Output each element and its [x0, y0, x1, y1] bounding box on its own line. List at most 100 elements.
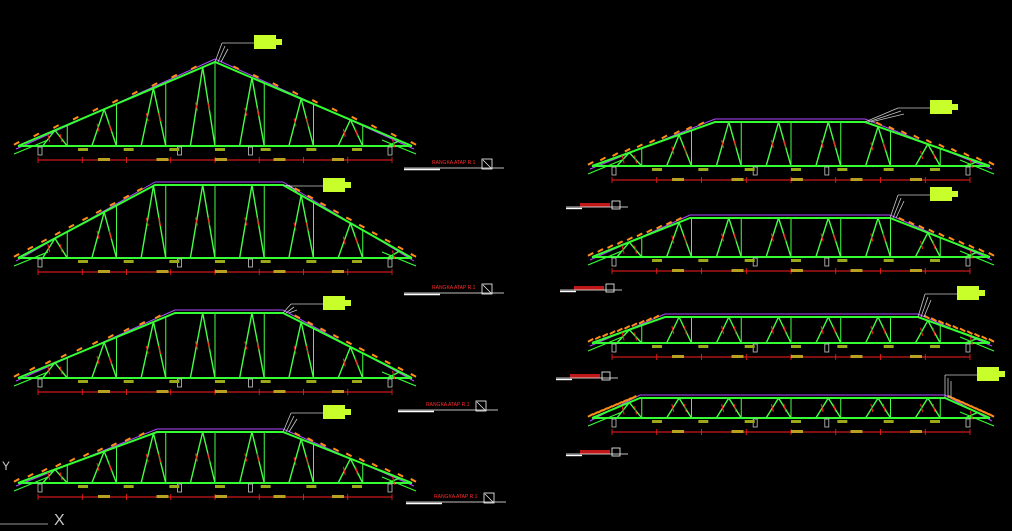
- splice-plate: [260, 485, 271, 488]
- purlin-right: [397, 245, 404, 251]
- purlin-right: [384, 238, 391, 244]
- web-detail: [305, 456, 309, 466]
- dimension-mark: [98, 158, 110, 161]
- web-detail: [969, 250, 973, 259]
- purlin-left: [136, 187, 144, 192]
- dimension-mark: [850, 355, 863, 358]
- truss-title-redacted: [580, 203, 610, 207]
- truss-B: RANGKA ATAP R.1: [13, 178, 504, 296]
- dimension-mark: [156, 270, 169, 273]
- web-detail: [882, 142, 886, 151]
- splice-plate: [837, 420, 848, 423]
- web-detail: [932, 150, 936, 160]
- dimension-mark: [731, 355, 744, 358]
- purlin-left: [630, 395, 637, 400]
- web-detail: [108, 230, 112, 240]
- web-detail: [733, 325, 737, 335]
- web-detail: [733, 139, 737, 149]
- web-detail: [932, 327, 936, 336]
- purlin-right: [390, 132, 397, 138]
- section-marker: [605, 283, 615, 293]
- splice-plate: [78, 380, 88, 383]
- web-detail: [671, 146, 675, 155]
- web-detail: [770, 139, 774, 149]
- member-tag: [323, 296, 345, 310]
- purlin-right: [950, 147, 958, 153]
- splice-plate: [352, 485, 362, 488]
- dimension-mark: [791, 430, 803, 433]
- support-column: [248, 483, 253, 493]
- purlin-right: [319, 327, 327, 333]
- purlin-left: [636, 232, 643, 238]
- splice-plate: [883, 168, 894, 171]
- purlin-left: [631, 322, 638, 328]
- web-detail: [305, 118, 309, 127]
- splice-plate: [215, 260, 225, 263]
- member-tag: [977, 367, 999, 381]
- splice-plate: [698, 420, 709, 423]
- leader-line: [920, 296, 929, 318]
- purlin-right: [958, 240, 965, 245]
- web-detail: [733, 233, 737, 242]
- purlin-left: [607, 244, 614, 249]
- dimension-mark: [332, 158, 344, 161]
- web-detail: [145, 454, 149, 463]
- purlin-left: [625, 397, 633, 402]
- support-column: [611, 166, 617, 176]
- dimension-mark: [332, 270, 344, 273]
- purlin-left: [13, 478, 20, 483]
- section-marker-cross: [476, 401, 486, 411]
- web-detail: [870, 325, 874, 335]
- member-tag: [930, 100, 952, 114]
- leader-line: [867, 110, 902, 123]
- web-detail: [96, 463, 100, 472]
- purlin-right: [981, 335, 988, 341]
- web-detail: [47, 366, 51, 375]
- web-detail: [721, 139, 725, 149]
- web-detail: [207, 453, 211, 462]
- purlin-right: [930, 317, 937, 322]
- dimension-mark: [850, 178, 863, 181]
- purlin-left: [612, 152, 619, 157]
- web-detail: [355, 466, 359, 475]
- purlin-left: [594, 335, 602, 341]
- purlin-right: [371, 353, 378, 359]
- splice-plate: [698, 345, 709, 348]
- support-column: [248, 146, 253, 156]
- web-detail: [634, 245, 638, 254]
- purlin-right: [875, 121, 883, 127]
- web-detail: [305, 345, 309, 355]
- top-chord: [591, 217, 991, 258]
- web-detail: [932, 240, 936, 249]
- web-detail: [783, 403, 787, 413]
- support-column: [965, 257, 971, 267]
- dimension-mark: [156, 390, 169, 393]
- dimension-mark: [910, 269, 922, 272]
- web-detail: [256, 107, 260, 116]
- web-detail: [770, 403, 774, 413]
- web-detail: [207, 341, 211, 350]
- support-column: [824, 166, 830, 176]
- support-column: [248, 378, 253, 388]
- member-tag-tab: [274, 39, 282, 45]
- web-detail: [820, 139, 824, 149]
- web-detail: [833, 139, 837, 149]
- web-detail: [621, 245, 625, 254]
- support-column: [824, 343, 830, 353]
- splice-plate: [883, 345, 894, 348]
- purlin-left: [92, 107, 99, 113]
- web-detail: [355, 236, 359, 245]
- purlin-left: [190, 65, 198, 71]
- section-marker-cross: [482, 284, 492, 294]
- purlin-right: [292, 90, 299, 96]
- purlin-left: [138, 432, 145, 437]
- purlin-left: [624, 147, 631, 153]
- support-column: [387, 146, 393, 156]
- web-detail: [634, 332, 638, 341]
- purlin-right: [913, 134, 920, 140]
- splice-plate: [698, 168, 709, 171]
- splice-plate: [352, 380, 362, 383]
- web-detail: [244, 107, 248, 116]
